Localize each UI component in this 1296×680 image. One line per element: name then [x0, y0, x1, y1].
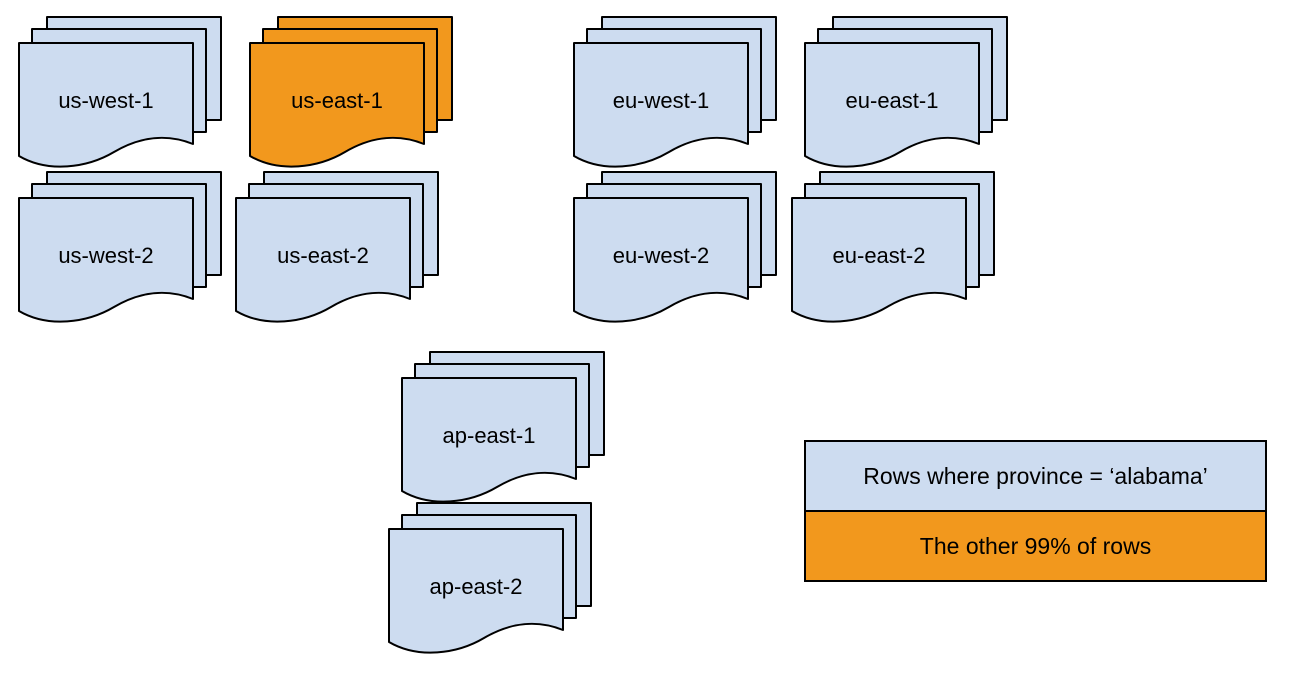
legend-item-other-rows: The other 99% of rows [806, 512, 1265, 580]
front-sheet [18, 197, 194, 323]
doc-stack-ap-east-1: ap-east-1 [401, 351, 605, 509]
doc-stack-us-west-1: us-west-1 [18, 16, 222, 174]
front-sheet [388, 528, 564, 654]
legend: Rows where province = ‘alabama’ The othe… [804, 440, 1267, 582]
documents-shape [235, 171, 439, 323]
legend-item-partition-rows: Rows where province = ‘alabama’ [806, 442, 1265, 512]
documents-shape [388, 502, 592, 654]
front-sheet [249, 42, 425, 168]
documents-shape [791, 171, 995, 323]
doc-stack-eu-west-2: eu-west-2 [573, 171, 777, 329]
documents-shape [573, 16, 777, 168]
doc-stack-eu-west-1: eu-west-1 [573, 16, 777, 174]
region-label: us-east-2 [277, 243, 369, 268]
region-label: ap-east-1 [442, 423, 536, 448]
region-label: eu-west-1 [612, 88, 710, 113]
front-sheet [573, 42, 749, 168]
documents-shape [18, 16, 222, 168]
doc-stack-eu-east-2: eu-east-2 [791, 171, 995, 329]
doc-stack-ap-east-2: ap-east-2 [388, 502, 592, 660]
documents-shape [401, 351, 605, 503]
region-label: eu-east-2 [832, 243, 926, 268]
region-label: ap-east-2 [429, 574, 523, 599]
legend-item-label: The other 99% of rows [919, 532, 1152, 559]
front-sheet [235, 197, 411, 323]
region-label: us-west-2 [58, 243, 154, 268]
front-sheet [18, 42, 194, 168]
region-label: eu-east-1 [845, 88, 939, 113]
region-label: us-east-1 [291, 88, 383, 113]
doc-stack-us-east-1: us-east-1 [249, 16, 453, 174]
front-sheet [804, 42, 980, 168]
front-sheet [573, 197, 749, 323]
doc-stack-us-west-2: us-west-2 [18, 171, 222, 329]
doc-stack-us-east-2: us-east-2 [235, 171, 439, 329]
region-label: eu-west-2 [612, 243, 710, 268]
front-sheet [791, 197, 967, 323]
documents-shape [249, 16, 453, 168]
region-label: us-west-1 [58, 88, 154, 113]
doc-stack-eu-east-1: eu-east-1 [804, 16, 1008, 174]
front-sheet [401, 377, 577, 503]
documents-shape [804, 16, 1008, 168]
documents-shape [573, 171, 777, 323]
documents-shape [18, 171, 222, 323]
legend-item-label: Rows where province = ‘alabama’ [863, 462, 1208, 489]
